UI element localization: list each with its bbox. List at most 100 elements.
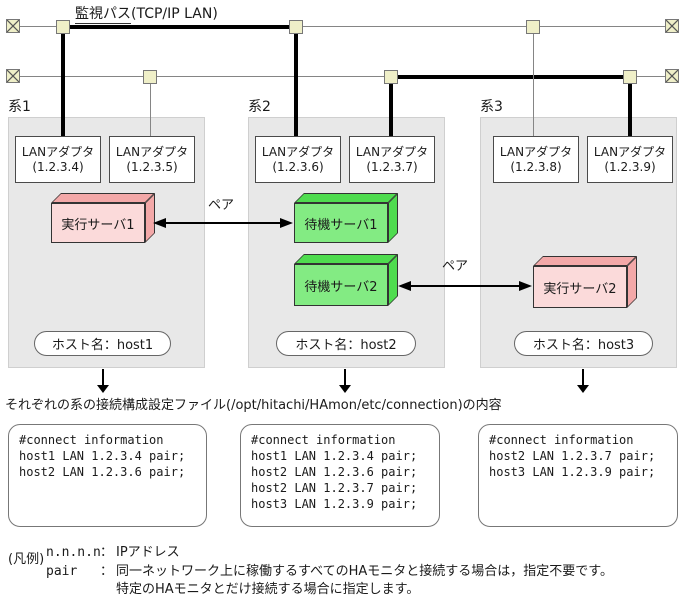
legend-row: n.n.n.n ： IPアドレス [46, 544, 682, 563]
lan-adapter-box: LANアダプタ (1.2.3.4) [15, 136, 101, 183]
monitoring-path-label: 監視パス(TCP/IP LAN) [75, 3, 218, 24]
flow-down-arrow-3 [577, 369, 589, 393]
drop-line-adapter-2 [150, 77, 151, 136]
hostname-text: ホスト名：host2 [295, 338, 397, 353]
server-box-active-2: 実行サーバ2 [533, 256, 637, 308]
arrowhead-left-icon [398, 280, 411, 291]
legend-colon: ： [100, 563, 114, 579]
pair-label-1: ペア [208, 198, 235, 213]
hostname-text: ホスト名：host1 [51, 338, 154, 353]
lan-line-1-active-segment [63, 25, 296, 29]
server-box-side-face [388, 254, 398, 306]
arrow-shaft [411, 284, 519, 287]
adapter-ip: (1.2.3.4) [32, 159, 84, 174]
arrow-stem [582, 369, 584, 385]
network-terminator-icon [665, 69, 679, 83]
config-heading: それぞれの系の接続構成設定ファイル(/opt/hitachi/HAmon/etc… [5, 398, 502, 413]
legend-term: n.n.n.n [46, 545, 101, 560]
server-box-top-face [294, 254, 398, 264]
system-label-1: 系1 [8, 99, 31, 115]
lan-adapter-box: LANアダプタ (1.2.3.9) [587, 136, 673, 183]
adapter-name: LANアダプタ [21, 144, 95, 159]
network-terminator-icon [6, 19, 20, 33]
system-panel-3: LANアダプタ (1.2.3.8) LANアダプタ (1.2.3.9) 実行サー… [480, 117, 677, 368]
flow-down-arrow-2 [339, 369, 351, 393]
network-terminator-icon [6, 69, 20, 83]
legend-desc: IPアドレス [116, 545, 180, 560]
connector-node [56, 20, 70, 34]
arrowhead-down-icon [577, 385, 589, 393]
flow-down-arrow-1 [97, 369, 109, 393]
system-panel-1: LANアダプタ (1.2.3.4) LANアダプタ (1.2.3.5) 実行サー… [8, 117, 205, 368]
legend-colon: ： [100, 545, 114, 560]
drop-line-adapter-5 [533, 27, 534, 136]
pair-arrow-1 [153, 217, 293, 228]
server-box-active-1: 実行サーバ1 [51, 193, 155, 243]
arrowhead-right-icon [519, 280, 532, 291]
system-panel-2: LANアダプタ (1.2.3.6) LANアダプタ (1.2.3.7) 待機サー… [248, 117, 445, 368]
legend-rows: n.n.n.n ： IPアドレス pair ： 同一ネットワーク上に稼働するすべ… [46, 544, 682, 600]
arrowhead-left-icon [153, 217, 166, 228]
server-box-top-face [51, 193, 155, 203]
legend-row: pair ： 同一ネットワーク上に稼働するすべてのHAモニタと接続する場合は，指… [46, 563, 682, 600]
lan-adapter-box: LANアダプタ (1.2.3.8) [493, 136, 579, 183]
hostname-text: ホスト名：host3 [532, 338, 635, 353]
server-label: 待機サーバ1 [294, 203, 388, 243]
adapter-ip: (1.2.3.5) [126, 159, 178, 174]
server-box-standby-2: 待機サーバ2 [294, 254, 398, 306]
system-label-3: 系3 [480, 99, 503, 115]
arrowhead-right-icon [280, 217, 293, 228]
connector-node [384, 70, 398, 84]
connector-node [289, 20, 303, 34]
lan-adapter-box: LANアダプタ (1.2.3.7) [349, 136, 435, 183]
legend-term: pair [46, 563, 78, 579]
lan-adapter-box: LANアダプタ (1.2.3.6) [255, 136, 341, 183]
drop-line-adapter-3 [294, 27, 298, 136]
server-box-top-face [533, 256, 637, 266]
legend-desc: 同一ネットワーク上に稼働するすべてのHAモニタと接続する場合は，指定不要です。特… [116, 563, 613, 598]
hostname-pill: ホスト名：host3 [514, 331, 653, 356]
adapter-ip: (1.2.3.6) [272, 159, 324, 174]
drop-line-adapter-6 [628, 77, 632, 136]
connector-node [623, 70, 637, 84]
adapter-ip: (1.2.3.7) [366, 159, 418, 174]
arrowhead-down-icon [97, 385, 109, 393]
monitoring-path-label-main: 監視パス [75, 6, 131, 24]
pair-arrow-2 [398, 280, 532, 291]
arrowhead-down-icon [339, 385, 351, 393]
server-box-side-face [388, 193, 398, 243]
adapter-name: LANアダプタ [355, 144, 429, 159]
server-label: 実行サーバ2 [533, 266, 627, 308]
legend-label: (凡例) [8, 552, 45, 567]
server-box-standby-1: 待機サーバ1 [294, 193, 398, 243]
adapter-name: LANアダプタ [593, 144, 667, 159]
adapter-name: LANアダプタ [261, 144, 335, 159]
drop-line-adapter-4 [389, 77, 393, 136]
arrow-stem [344, 369, 346, 385]
server-box-top-face [294, 193, 398, 203]
lan-line-1 [13, 26, 672, 27]
network-terminator-icon [665, 19, 679, 33]
monitoring-path-label-sub: (TCP/IP LAN) [131, 6, 218, 22]
pair-label-2: ペア [442, 259, 469, 274]
connector-node [526, 20, 540, 34]
connector-node [143, 70, 157, 84]
server-label: 実行サーバ1 [51, 203, 145, 243]
server-box-side-face [627, 256, 637, 308]
adapter-ip: (1.2.3.9) [604, 159, 656, 174]
server-label: 待機サーバ2 [294, 264, 388, 306]
arrow-shaft [166, 221, 280, 224]
hostname-pill: ホスト名：host2 [276, 331, 416, 356]
adapter-name: LANアダプタ [115, 144, 189, 159]
adapter-name: LANアダプタ [499, 144, 573, 159]
drop-line-adapter-1 [61, 27, 65, 136]
lan-line-2 [13, 76, 672, 77]
system-label-2: 系2 [248, 99, 271, 115]
hostname-pill: ホスト名：host1 [34, 331, 171, 356]
adapter-ip: (1.2.3.8) [510, 159, 562, 174]
arrow-stem [102, 369, 104, 385]
